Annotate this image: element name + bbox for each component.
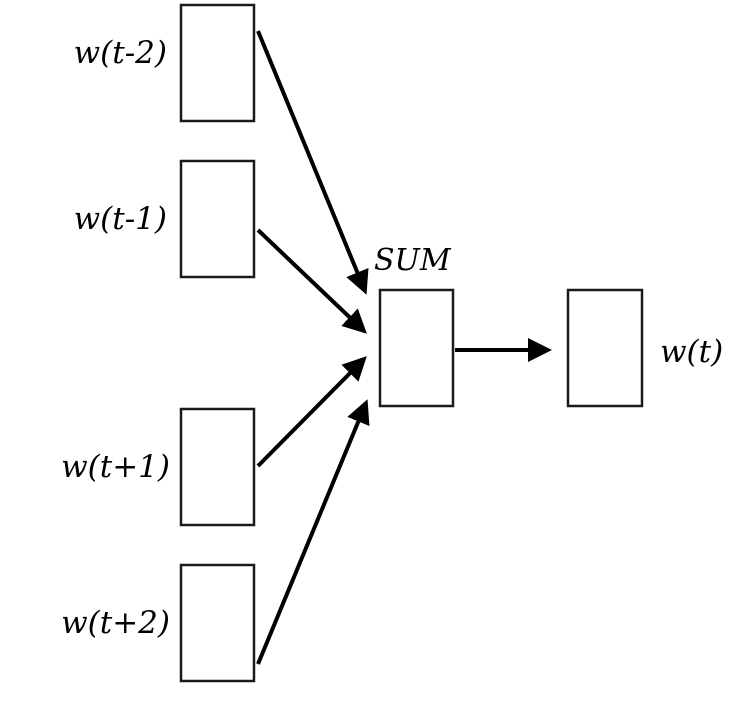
output-label: w(t) bbox=[660, 334, 723, 370]
input-box-t-plus-1 bbox=[179, 407, 256, 527]
arrow-t-minus-2-to-sum bbox=[256, 30, 369, 295]
input-box-t-minus-2 bbox=[179, 3, 256, 123]
arrow-t-minus-1-to-sum bbox=[256, 228, 367, 334]
input-label-t-minus-1: w(t-1) bbox=[74, 201, 167, 237]
sum-label: SUM bbox=[374, 243, 452, 278]
arrow-t-plus-1-to-sum bbox=[256, 356, 367, 468]
arrow-t-plus-2-to-sum bbox=[256, 399, 370, 665]
input-box-t-minus-1 bbox=[179, 159, 256, 279]
input-label-t-plus-1: w(t+1) bbox=[61, 449, 170, 485]
sum-box bbox=[378, 288, 455, 408]
input-label-t-plus-2: w(t+2) bbox=[61, 605, 170, 641]
input-box-t-plus-2 bbox=[179, 563, 256, 683]
input-label-t-minus-2: w(t-2) bbox=[74, 35, 167, 71]
output-box bbox=[566, 288, 644, 408]
